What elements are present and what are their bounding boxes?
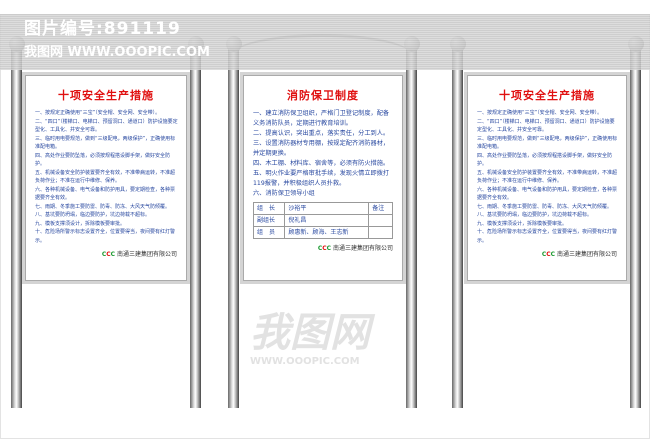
company-logo-icon: CCC (317, 245, 332, 252)
list-item: 一、按规定正确使用“三宝”（安全帽、安全网、安全带）。 (35, 110, 161, 116)
table-cell (368, 214, 393, 227)
post (11, 48, 22, 408)
safety-measures-board-left: 十项安全生产措施 一、按规定正确使用“三宝”（安全帽、安全网、安全带）。二、“四… (22, 72, 190, 284)
list-item: 八、基坑要防坍塌，临边要防护，坑边荷载不超标。 (35, 212, 151, 218)
list-item: 二、“四口”（楼梯口、电梯口、预留洞口、通道口）防护设施要定型化、工具化、并安全… (35, 118, 178, 134)
list-item: 七、雨期、冬季施工要防雷、防毒、防冻、大风天气防倾覆。 (477, 203, 613, 210)
company-label: 南通三建集团有限公司 (332, 245, 393, 252)
post (406, 48, 417, 408)
list-item: 十、危险场所警示标志设置齐全，位置要得当，夜间要有红灯警示。 (477, 229, 618, 244)
list-item: 十、危险场所警示标志设置齐全，位置要得当，夜间要有红灯警示。 (35, 229, 176, 244)
post (630, 48, 641, 408)
list-item: 六、各种机械设备、电气设备和防护用具，要定期检查，各种票据要齐全有效。 (477, 186, 618, 202)
table-cell: 倪礼昌 (284, 214, 370, 227)
table-row: 副组长倪礼昌 (252, 214, 393, 227)
post (452, 48, 463, 408)
company-name: CCC 南通三建集团有限公司 (243, 245, 393, 253)
list-item: 二、“四口”（楼梯口、电梯口、预留洞口、通道口）防护设施要定型化、工具化、并安全… (477, 118, 615, 134)
top-bar (0, 0, 650, 15)
watermark-overlay-text: 我图网 (250, 310, 370, 356)
list-item: 三、设置消防器材专用棚，按规定配齐消防器材，并定期更换。 (253, 140, 390, 157)
watermark-band (0, 15, 650, 70)
list-item: 二、提高认识，突出重点，落实责任，分工到人。 (253, 130, 390, 137)
board-items: 一、按规定正确使用“三宝”（安全帽、安全网、安全带）。二、“四口”（楼梯口、电梯… (467, 103, 627, 245)
table-cell: 组 员 (252, 226, 286, 239)
company-logo-icon: CCC (101, 251, 116, 258)
post (228, 48, 239, 408)
table-cell: 沙裕平 (284, 202, 370, 215)
board-title: 十项安全生产措施 (499, 89, 595, 102)
leader-group-table: 组 长沙裕平备注副组长倪礼昌组 员顾惠新、顾海、王志新 (252, 202, 393, 239)
table-row: 组 员顾惠新、顾海、王志新 (252, 226, 393, 239)
board-items: 一、按规定正确使用“三宝”（安全帽、安全网、安全带）。二、“四口”（楼梯口、电梯… (25, 103, 187, 245)
watermark-id: 图片编号:891119 (24, 19, 181, 39)
list-item: 六、各种机械设备、电气设备和防护用具，要定期检查，各种票据要齐全有效。 (35, 186, 176, 202)
list-item: 九、模板支撑须设计，拆除模板要审批。 (477, 220, 568, 227)
table-cell: 顾惠新、顾海、王志新 (284, 226, 370, 239)
list-item: 三、临时用电要规范，做到“三级配电，两级保护”，正确使用标准配电箱。 (35, 135, 176, 151)
list-item: 八、基坑要防坍塌，临边要防护，坑边荷载不超标。 (477, 212, 593, 218)
post (190, 48, 201, 408)
list-item: 七、雨期、冬季施工要防雷、防毒、防冻、大风天气防倾覆。 (35, 203, 171, 210)
list-item: 一、按规定正确使用“三宝”（安全帽、安全网、安全带）。 (477, 110, 603, 116)
watermark-overlay-url: WWW.OOOPIC.COM (250, 356, 360, 367)
list-item: 三、临时用电要规范，做到“三级配电，两级保护”，正确使用标准配电箱。 (477, 135, 618, 151)
table-cell: 备注 (368, 202, 393, 215)
watermark-site: 我图网 WWW.OOOPIC.COM (24, 45, 210, 60)
table-row: 组 长沙裕平备注 (252, 202, 393, 215)
table-cell: 组 长 (252, 202, 286, 215)
list-item: 一、建立消防保卫组织，严格门卫登记制度，配备义务消防队员，定期进行教育培训。 (253, 110, 390, 127)
list-item: 四、高处作业要防坠落，必须按规程搭设脚手架，做好安全防护。 (35, 152, 171, 168)
board-title: 消防保卫制度 (287, 89, 359, 102)
company-name: CCC 南通三建集团有限公司 (467, 251, 617, 259)
list-item: 五、机械设备安全防护装置要齐全有效，不准带病运转，不准超负荷作业；不准在运行中维… (35, 169, 176, 185)
board-title: 十项安全生产措施 (58, 89, 154, 102)
list-item: 五、明火作业要严格审批手续，发现火情立即拨打119报警，并积极组织人员扑救。 (253, 170, 390, 187)
company-label: 南通三建集团有限公司 (556, 251, 617, 258)
fire-security-board: 消防保卫制度 一、建立消防保卫组织，严格门卫登记制度，配备义务消防队员，定期进行… (240, 72, 406, 284)
list-item: 六、消防保卫领导小组 (253, 190, 315, 197)
board-items: 一、建立消防保卫组织，严格门卫登记制度，配备义务消防队员，定期进行教育培训。二、… (243, 103, 403, 199)
table-cell (368, 226, 393, 239)
list-item: 九、模板支撑须设计，拆除模板要审批。 (35, 220, 126, 227)
company-label: 南通三建集团有限公司 (116, 251, 177, 258)
list-item: 四、高处作业要防坠落，必须按规程搭设脚手架，做好安全防护。 (477, 152, 613, 168)
company-name: CCC 南通三建集团有限公司 (25, 251, 177, 259)
list-item: 五、机械设备安全防护装置要齐全有效，不准带病运转，不准超负荷作业；不准在运行中维… (477, 169, 618, 185)
table-cell: 副组长 (252, 214, 286, 227)
company-logo-icon: CCC (541, 251, 556, 258)
safety-measures-board-right: 十项安全生产措施 一、按规定正确使用“三宝”（安全帽、安全网、安全带）。二、“四… (464, 72, 630, 284)
list-item: 四、木工棚、材料库、宿舍等，必须有防火措施。 (253, 160, 390, 167)
